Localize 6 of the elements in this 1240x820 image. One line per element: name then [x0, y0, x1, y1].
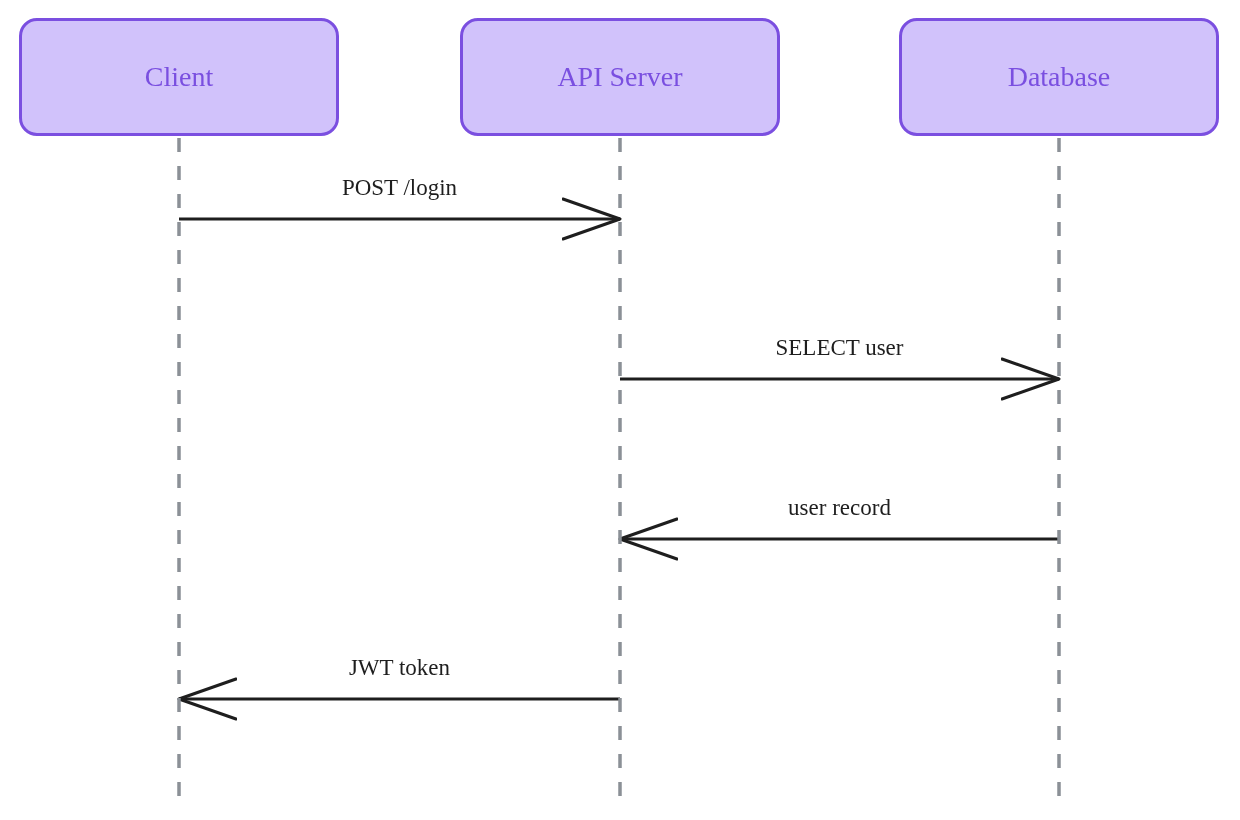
- message-arrow: [177, 677, 620, 721]
- participant-label: Client: [144, 61, 214, 93]
- message-arrow: [179, 197, 622, 241]
- participant-label: API Server: [557, 61, 683, 93]
- message-arrow: [620, 357, 1061, 401]
- participant-label: Database: [1007, 61, 1111, 93]
